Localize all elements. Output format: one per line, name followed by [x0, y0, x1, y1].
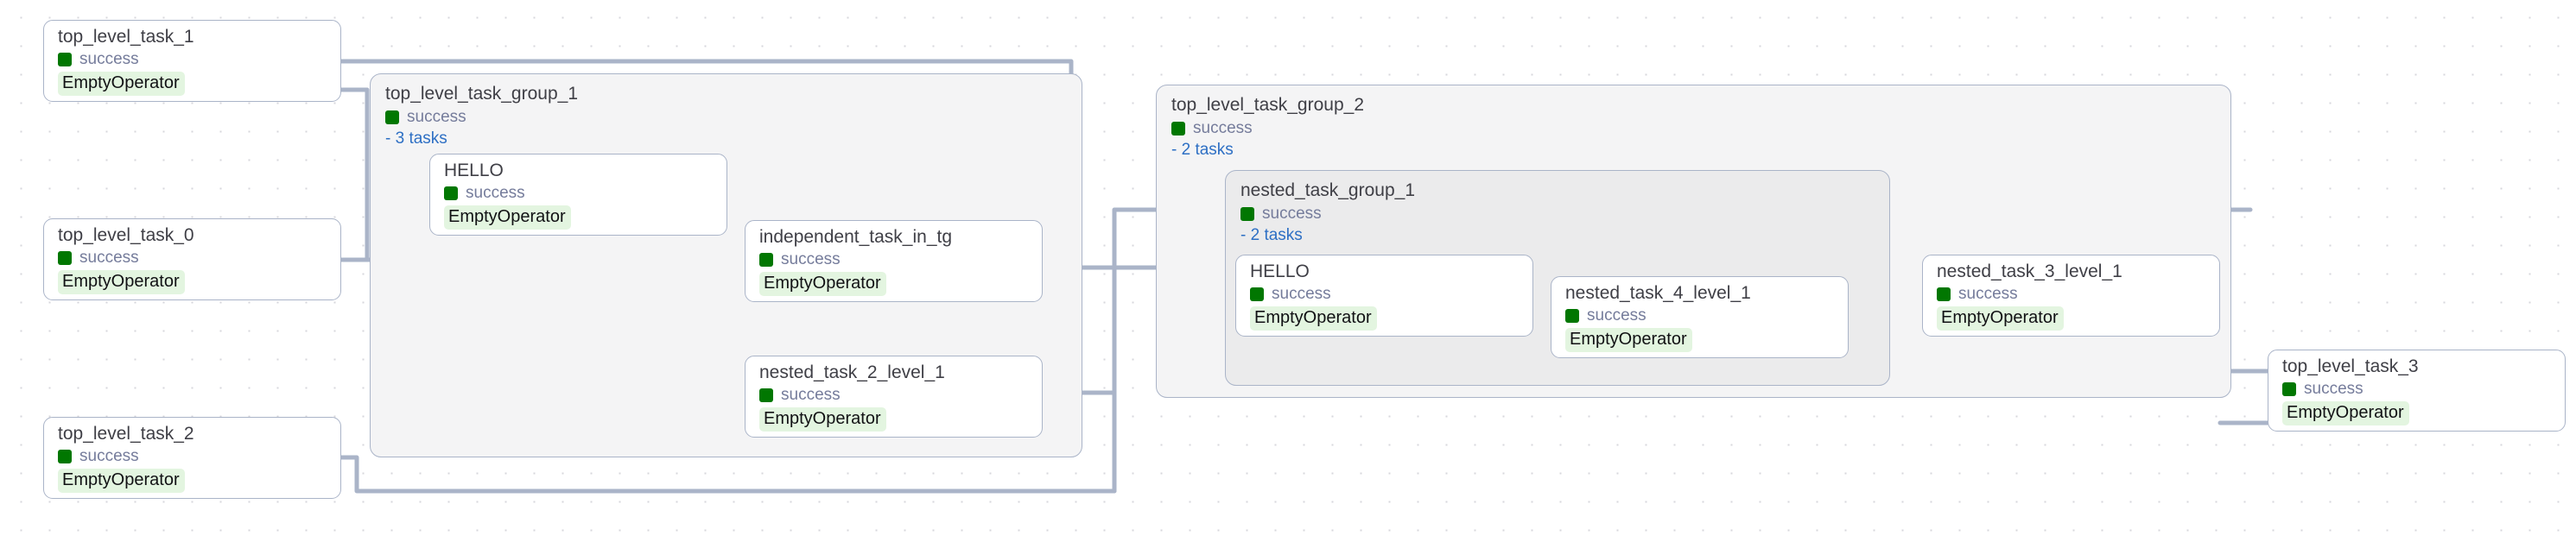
status-label: success — [407, 108, 466, 126]
status-square-icon — [2282, 381, 2296, 396]
task-node-title: HELLO — [444, 160, 504, 180]
task-node-status: success — [1937, 285, 2207, 304]
status-label: success — [1262, 205, 1322, 223]
task-group-collapse-link[interactable]: - 3 tasks — [385, 129, 447, 148]
operator-chip: EmptyOperator — [2282, 400, 2409, 425]
status-square-icon — [444, 186, 458, 200]
status-label: success — [1193, 119, 1253, 137]
status-label: success — [1958, 284, 2018, 303]
task-group-title: nested_task_group_1 — [1240, 180, 1415, 200]
status-label: success — [79, 49, 139, 68]
task-node-status: success — [444, 184, 714, 203]
task-node-status: success — [1250, 285, 1520, 304]
task-node-status: success — [759, 250, 1030, 269]
status-square-icon — [1171, 122, 1185, 136]
status-square-icon — [385, 110, 399, 124]
status-square-icon — [58, 52, 72, 66]
task-node-title: nested_task_3_level_1 — [1937, 261, 2122, 281]
operator-chip: EmptyOperator — [444, 205, 571, 230]
operator-chip: EmptyOperator — [58, 468, 185, 493]
operator-chip: EmptyOperator — [1250, 306, 1377, 331]
status-label: success — [1272, 284, 1331, 303]
task-node-status: success — [759, 386, 1030, 405]
operator-chip: EmptyOperator — [58, 71, 185, 96]
task-node-status: success — [58, 249, 328, 268]
status-label: success — [2304, 379, 2363, 398]
task-group-collapse-link[interactable]: - 2 tasks — [1171, 141, 1234, 159]
task-node-title: HELLO — [1250, 261, 1310, 281]
task-group-title: top_level_task_group_1 — [385, 84, 579, 104]
status-square-icon — [58, 449, 72, 463]
status-label: success — [79, 446, 139, 465]
task-node-status: success — [1565, 306, 1836, 325]
operator-chip: EmptyOperator — [1937, 306, 2064, 331]
status-label: success — [79, 248, 139, 267]
task-group-status: success — [1240, 205, 1878, 224]
task-node-title: top_level_task_1 — [58, 26, 194, 47]
status-square-icon — [759, 388, 773, 402]
status-square-icon — [1250, 287, 1264, 301]
status-square-icon — [759, 252, 773, 267]
status-label: success — [781, 249, 841, 268]
operator-chip: EmptyOperator — [759, 406, 886, 432]
status-label: success — [1587, 306, 1646, 325]
task-group-status: success — [1171, 119, 2219, 138]
operator-chip: EmptyOperator — [759, 271, 886, 296]
task-group-collapse-link[interactable]: - 2 tasks — [1240, 226, 1303, 244]
task-node-title: nested_task_2_level_1 — [759, 362, 945, 382]
task-node-title: independent_task_in_tg — [759, 226, 953, 247]
task-node-title: nested_task_4_level_1 — [1565, 282, 1751, 303]
task-group-status: success — [385, 108, 1070, 127]
operator-chip: EmptyOperator — [58, 269, 185, 294]
status-square-icon — [1565, 308, 1579, 323]
task-node-status: success — [2282, 380, 2553, 399]
task-node-title: top_level_task_2 — [58, 423, 194, 444]
operator-chip: EmptyOperator — [1565, 327, 1692, 352]
task-node-status: success — [58, 50, 328, 69]
status-label: success — [781, 385, 841, 404]
status-square-icon — [58, 250, 72, 265]
task-node-title: top_level_task_3 — [2282, 356, 2419, 376]
dag-edge — [339, 87, 370, 262]
status-square-icon — [1240, 207, 1254, 221]
task-group-title: top_level_task_group_2 — [1171, 95, 1365, 115]
task-node-status: success — [58, 447, 328, 466]
status-label: success — [466, 183, 525, 202]
task-node-title: top_level_task_0 — [58, 224, 194, 245]
status-square-icon — [1937, 287, 1951, 301]
dag-edge — [339, 455, 1117, 494]
